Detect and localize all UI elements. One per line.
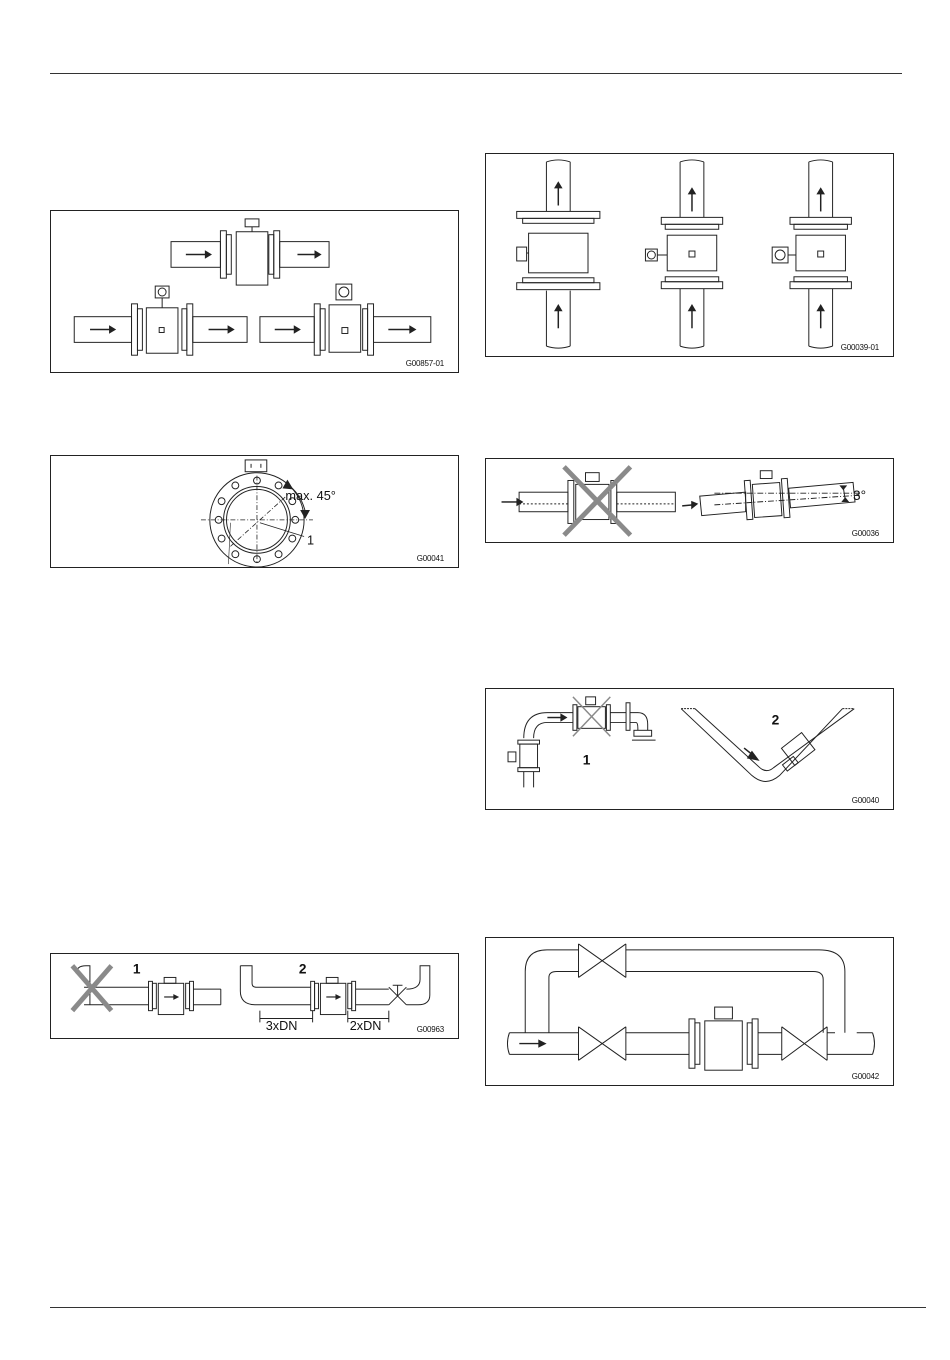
label-2: 2 [772, 712, 780, 727]
figure-straight-runs: 1 2 3xDN 2xDN G00963 [50, 953, 459, 1039]
header-rule [50, 73, 902, 74]
angle-label: 3° [853, 488, 866, 503]
figure-code: G00042 [852, 1072, 879, 1081]
figure-horizontal-installation: G00857-01 [50, 210, 459, 373]
figure-code: G00036 [852, 529, 879, 538]
electrode-axis-drawing: max. 45° 1 [51, 456, 458, 567]
dim-upstream: 3xDN [266, 1019, 298, 1033]
figure-inclination: 3° G00036 [485, 458, 894, 543]
figure-code: G00041 [417, 554, 444, 563]
dim-downstream: 2xDN [350, 1019, 382, 1033]
inclination-drawing: 3° [486, 459, 893, 542]
footer-rule [50, 1307, 926, 1308]
figure-bypass: G00042 [485, 937, 894, 1086]
figure-electrode-axis: max. 45° 1 G00041 [50, 455, 459, 568]
bypass-drawing [486, 938, 893, 1085]
figure-vertical-installation: G00039-01 [485, 153, 894, 357]
horizontal-installation-drawing [51, 211, 458, 372]
figure-piping-mounting: 1 2 G00040 [485, 688, 894, 810]
label-1: 1 [583, 753, 591, 768]
label-2: 2 [299, 962, 307, 977]
figure-code: G00963 [417, 1025, 444, 1034]
x-mark-icon [573, 697, 610, 736]
x-mark-icon [72, 966, 111, 1011]
figure-code: G00040 [852, 796, 879, 805]
angle-label: max. 45° [285, 488, 335, 503]
straight-runs-drawing: 1 2 3xDN 2xDN [51, 954, 458, 1038]
callout-label: 1 [307, 532, 314, 547]
figure-code: G00039-01 [841, 343, 879, 352]
piping-mounting-drawing: 1 2 [486, 689, 893, 809]
figure-code: G00857-01 [406, 359, 444, 368]
label-1: 1 [133, 962, 141, 977]
vertical-installation-drawing [486, 154, 893, 356]
